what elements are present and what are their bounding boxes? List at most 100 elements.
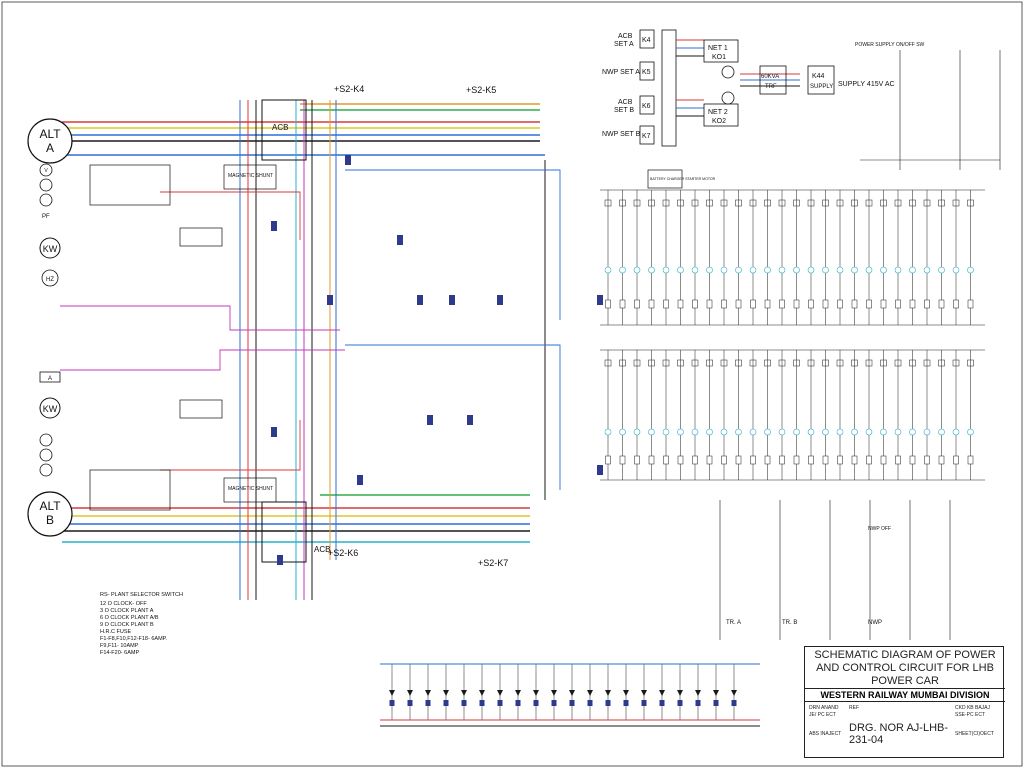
legend-line-0: RS- PLANT SELECTOR SWITCH: [100, 592, 183, 598]
ladder-rung: [749, 190, 757, 325]
sheet-label: SHEET(CI)OECT: [955, 731, 994, 737]
ladder-rung: [706, 350, 713, 480]
legend: RS- PLANT SELECTOR SWITCH 12 O CLOCK- OF…: [100, 592, 183, 656]
acb-top-label: ACB: [272, 123, 288, 132]
ref-label: REF: [849, 705, 859, 711]
nwp-set-b: NWP SET B: [602, 131, 641, 138]
ladder-rung: [836, 190, 844, 325]
battery-charger-label: BATTERY CHARGER STARTER MOTOR: [650, 177, 716, 181]
diode: [587, 664, 593, 720]
diode-row-bottom: [389, 664, 737, 720]
fuse: [277, 555, 283, 565]
diode: [515, 664, 521, 720]
ladder-rung: [691, 190, 699, 325]
diode: [677, 664, 683, 720]
ladder-rung: [851, 350, 858, 480]
ladder-rung: [749, 350, 757, 480]
ladder-rung: [880, 190, 887, 325]
tr-b-label: TR. B: [782, 620, 797, 626]
acb-set-a-2: SET A: [614, 41, 634, 48]
title-line-3: POWER CAR: [871, 675, 939, 687]
organisation: WESTERN RAILWAY MUMBAI DIVISION: [805, 688, 1005, 702]
ladder-rung: [677, 190, 684, 325]
s2k6-label: +S2-K6: [328, 548, 358, 558]
acb-bottom: ACB: [261, 501, 330, 563]
ladder-rung: [633, 350, 641, 480]
drn-label: DRN ANAND: [809, 705, 839, 711]
ladder-rung: [662, 190, 670, 325]
diode: [605, 664, 611, 720]
k4-label: K4: [642, 37, 651, 44]
ladder-rungs-lower: [604, 350, 974, 480]
title-text: SCHEMATIC DIAGRAM OF POWER AND CONTROL C…: [805, 649, 1005, 688]
ladder-rung: [604, 350, 612, 480]
diode: [551, 664, 557, 720]
tr-a-label: TR. A: [726, 620, 741, 626]
diode: [695, 664, 701, 720]
supply-label: SUPPLY: [810, 84, 833, 90]
ladder-rung: [923, 190, 931, 325]
k44-label: K44: [812, 73, 825, 80]
diode: [533, 664, 539, 720]
k7-label: K7: [642, 133, 651, 140]
meter-v-label: V: [44, 168, 48, 174]
ladder-rung: [880, 350, 887, 480]
acb-set-b-2: SET B: [614, 107, 634, 114]
diode: [731, 664, 737, 720]
ladder-rung: [807, 350, 815, 480]
meters-upper: V PF KW HZ: [39, 163, 61, 287]
fuse: [397, 235, 403, 245]
ladder-rungs-upper: [604, 190, 974, 325]
fuse-blocks: [271, 155, 603, 565]
fuse: [271, 427, 277, 437]
acb-top: ACB: [261, 99, 307, 161]
fuse: [357, 475, 363, 485]
meter-a-label: A: [48, 376, 52, 382]
ladder-rung: [619, 190, 626, 325]
diode: [497, 664, 503, 720]
ladder-rung: [894, 190, 902, 325]
ladder-rung: [865, 190, 873, 325]
diode: [443, 664, 449, 720]
ladder-rung: [778, 350, 786, 480]
title-line-2: AND CONTROL CIRCUIT FOR LHB: [816, 662, 994, 674]
diode: [713, 664, 719, 720]
power-supply-onoff: POWER SUPPLY ON/OFF SW: [855, 42, 925, 48]
fuse: [327, 295, 333, 305]
diode: [479, 664, 485, 720]
supply415-label: SUPPLY 415V AC: [838, 81, 895, 88]
acb-set-a-1: ACB: [618, 33, 633, 40]
ladder-rung: [633, 190, 641, 325]
fuse: [345, 155, 351, 165]
ladder-rung: [952, 190, 960, 325]
ladder-rung: [909, 350, 916, 480]
ladder-rung: [807, 190, 815, 325]
legend-line-4: 9 O CLOCK PLANT B: [100, 622, 154, 628]
ladder-rung: [952, 350, 960, 480]
ladder-rung: [938, 350, 945, 480]
diode: [425, 664, 431, 720]
drawing-number: DRG. NOR AJ-LHB-231-04: [849, 722, 949, 746]
ko2-label: KO2: [712, 118, 726, 125]
fuse: [597, 295, 603, 305]
ladder-rung: [822, 350, 829, 480]
alt-a-line1: ALT: [39, 127, 61, 141]
ladder-rung: [778, 190, 786, 325]
net-block: K4 K5 K6 K7 ACB SET A NWP SET A ACB SET …: [602, 29, 895, 147]
nwp-label: NWP: [868, 620, 882, 626]
kw-meter-top: KW: [43, 244, 58, 254]
ladder-rung: [851, 190, 858, 325]
s2k7-label: +S2-K7: [478, 558, 508, 568]
ladder-rung: [967, 350, 974, 480]
diode: [389, 664, 395, 720]
legend-line-6: F1-F8,F10,F12-F18- 6AMP.: [100, 636, 168, 642]
alternator-a: ALT A: [27, 118, 73, 164]
k5-label: K5: [642, 69, 651, 76]
meters-lower: A KW: [39, 371, 61, 477]
meter-pf-label: PF: [42, 214, 50, 220]
kw-meter-bottom: KW: [43, 404, 58, 414]
title-line-1: SCHEMATIC DIAGRAM OF POWER: [814, 649, 996, 661]
acb-set-b-1: ACB: [618, 99, 633, 106]
ladder-rung: [691, 350, 699, 480]
